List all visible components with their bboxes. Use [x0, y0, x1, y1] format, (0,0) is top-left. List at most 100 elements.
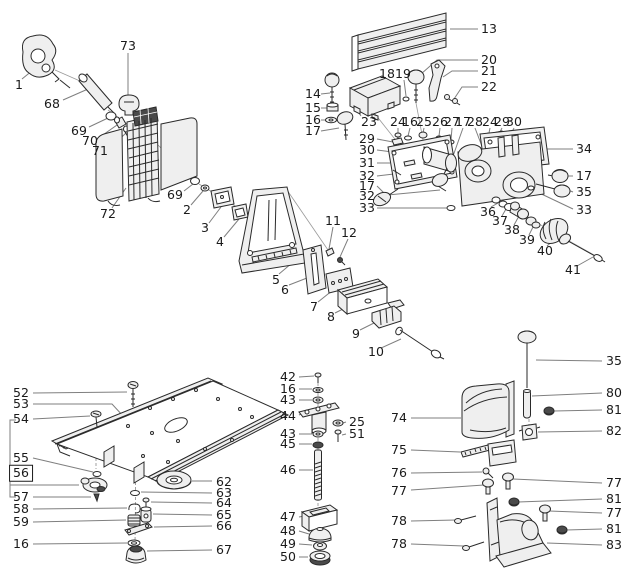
part-callout-30-39: 30: [506, 113, 522, 129]
part-callout-69-7: 69: [167, 186, 183, 202]
part-callout-2-8: 2: [183, 201, 191, 217]
part-14-bolt: [324, 72, 340, 105]
part-17-knob-bolt-a: [336, 111, 354, 141]
part-67-foot: [125, 545, 147, 564]
part-callout-11-17: 11: [325, 212, 341, 228]
part-33-ring-a: [446, 205, 456, 211]
part-callout-77-88: 77: [391, 482, 407, 498]
part-1-handle-knob: [22, 34, 71, 89]
part-callout-74-85: 74: [391, 409, 407, 425]
part-65-cylinder: [140, 506, 152, 523]
part-callout-1-0: 1: [15, 76, 23, 92]
part-56-wing-nut: [80, 477, 108, 493]
part-42-screw: [314, 372, 322, 383]
part-callout-81-98: 81: [606, 520, 622, 536]
part-49-nut: [313, 541, 327, 551]
part-callout-39-54: 39: [519, 231, 535, 247]
part-12-screw: [337, 257, 346, 266]
part-53-table: [50, 377, 290, 484]
part-15-nut: [326, 102, 339, 112]
part-70-bushing: [114, 116, 127, 129]
part-callout-8-14: 8: [327, 308, 335, 324]
part-callout-56-61: 56: [9, 464, 33, 482]
part-callout-33-50: 33: [576, 201, 592, 217]
part-32-pin-a: [392, 169, 402, 176]
part-callout-27-34: 27: [444, 113, 460, 129]
part-41-rod: [567, 240, 606, 263]
part-callout-25-32: 25: [416, 113, 432, 129]
part-callout-77-97: 77: [606, 504, 622, 520]
part-5-housing: [238, 186, 306, 274]
part-13-fence: [351, 12, 447, 72]
part-callout-32-45: 32: [359, 187, 375, 203]
part-63-washer: [130, 490, 140, 496]
part-callout-14-26: 14: [305, 85, 321, 101]
part-17-knob-carriage-left: [372, 188, 399, 207]
part-callout-42-72: 42: [280, 368, 296, 384]
part-callout-44-75: 44: [280, 407, 296, 423]
part-78-screw-b: [462, 541, 485, 551]
part-52-screw: [127, 381, 139, 407]
part-callout-16-65: 16: [13, 535, 29, 551]
part-76-screw: [482, 467, 494, 479]
part-3-plate: [210, 186, 235, 209]
part-callout-41-56: 41: [565, 261, 581, 277]
part-callout-45-79: 45: [280, 435, 296, 451]
part-callout-24-37: 24: [482, 113, 498, 129]
part-callout-77-95: 77: [606, 474, 622, 490]
part-10-bolt: [395, 326, 445, 360]
part-callout-66-70: 66: [216, 517, 232, 533]
part-callout-54-59: 54: [13, 410, 29, 426]
part-callout-33-46: 33: [359, 199, 375, 215]
part-callout-16-31: 16: [402, 113, 418, 129]
part-78-screw-a: [454, 515, 477, 524]
part-35-knob-bolt: [535, 183, 571, 198]
part-45-nut: [312, 441, 324, 449]
part-callout-26-33: 26: [432, 113, 448, 129]
part-callout-35-49: 35: [576, 183, 592, 199]
part-callout-58-63: 58: [13, 500, 29, 516]
part-callout-63-67: 63: [216, 484, 232, 500]
part-callout-35-91: 35: [606, 352, 622, 368]
part-81-cap-b: [508, 497, 520, 507]
part-68-roller-shaft: [78, 73, 115, 114]
part-callout-75-86: 75: [391, 441, 407, 457]
part-72-guard-shroud: [95, 106, 198, 206]
part-callout-37-52: 37: [492, 212, 508, 228]
part-callout-52-57: 52: [13, 384, 29, 400]
part-57-pin: [93, 493, 100, 503]
part-callout-15-27: 15: [305, 99, 321, 115]
part-carriage-body: [457, 134, 545, 207]
part-82-clamp: [518, 423, 541, 441]
part-callout-12-18: 12: [341, 224, 357, 240]
part-11-wedge: [325, 247, 335, 257]
part-callout-32-43: 32: [359, 167, 375, 183]
part-callout-70-3: 70: [82, 132, 98, 148]
part-16-washer-a: [325, 116, 337, 124]
part-66-lever: [124, 522, 153, 536]
part-callout-36-51: 36: [480, 203, 496, 219]
part-73-knob: [118, 94, 140, 116]
part-callout-20-20: 20: [481, 51, 497, 67]
part-20-knob: [407, 69, 425, 103]
part-74-cover: [461, 380, 515, 439]
part-25-nut: [332, 419, 344, 427]
part-callout-21-21: 21: [481, 62, 497, 78]
part-19-washer: [402, 96, 410, 102]
part-callout-55-60: 55: [13, 449, 29, 465]
part-callout-16-28: 16: [305, 111, 321, 127]
part-callout-80-92: 80: [606, 384, 622, 400]
part-callout-73-5: 73: [120, 37, 136, 53]
part-69b-ring: [190, 177, 200, 185]
part-39-washers: [525, 216, 541, 229]
part-43-nut-b: [312, 430, 324, 438]
part-callout-65-69: 65: [216, 506, 232, 522]
part-7-block: [325, 267, 354, 294]
part-callout-31-42: 31: [359, 154, 375, 170]
part-callout-64-68: 64: [216, 494, 232, 510]
part-46-threaded-rod: [314, 449, 322, 501]
part-callout-22-22: 22: [481, 78, 497, 94]
part-callout-43-74: 43: [280, 391, 296, 407]
part-callout-18-23: 18: [379, 65, 395, 81]
